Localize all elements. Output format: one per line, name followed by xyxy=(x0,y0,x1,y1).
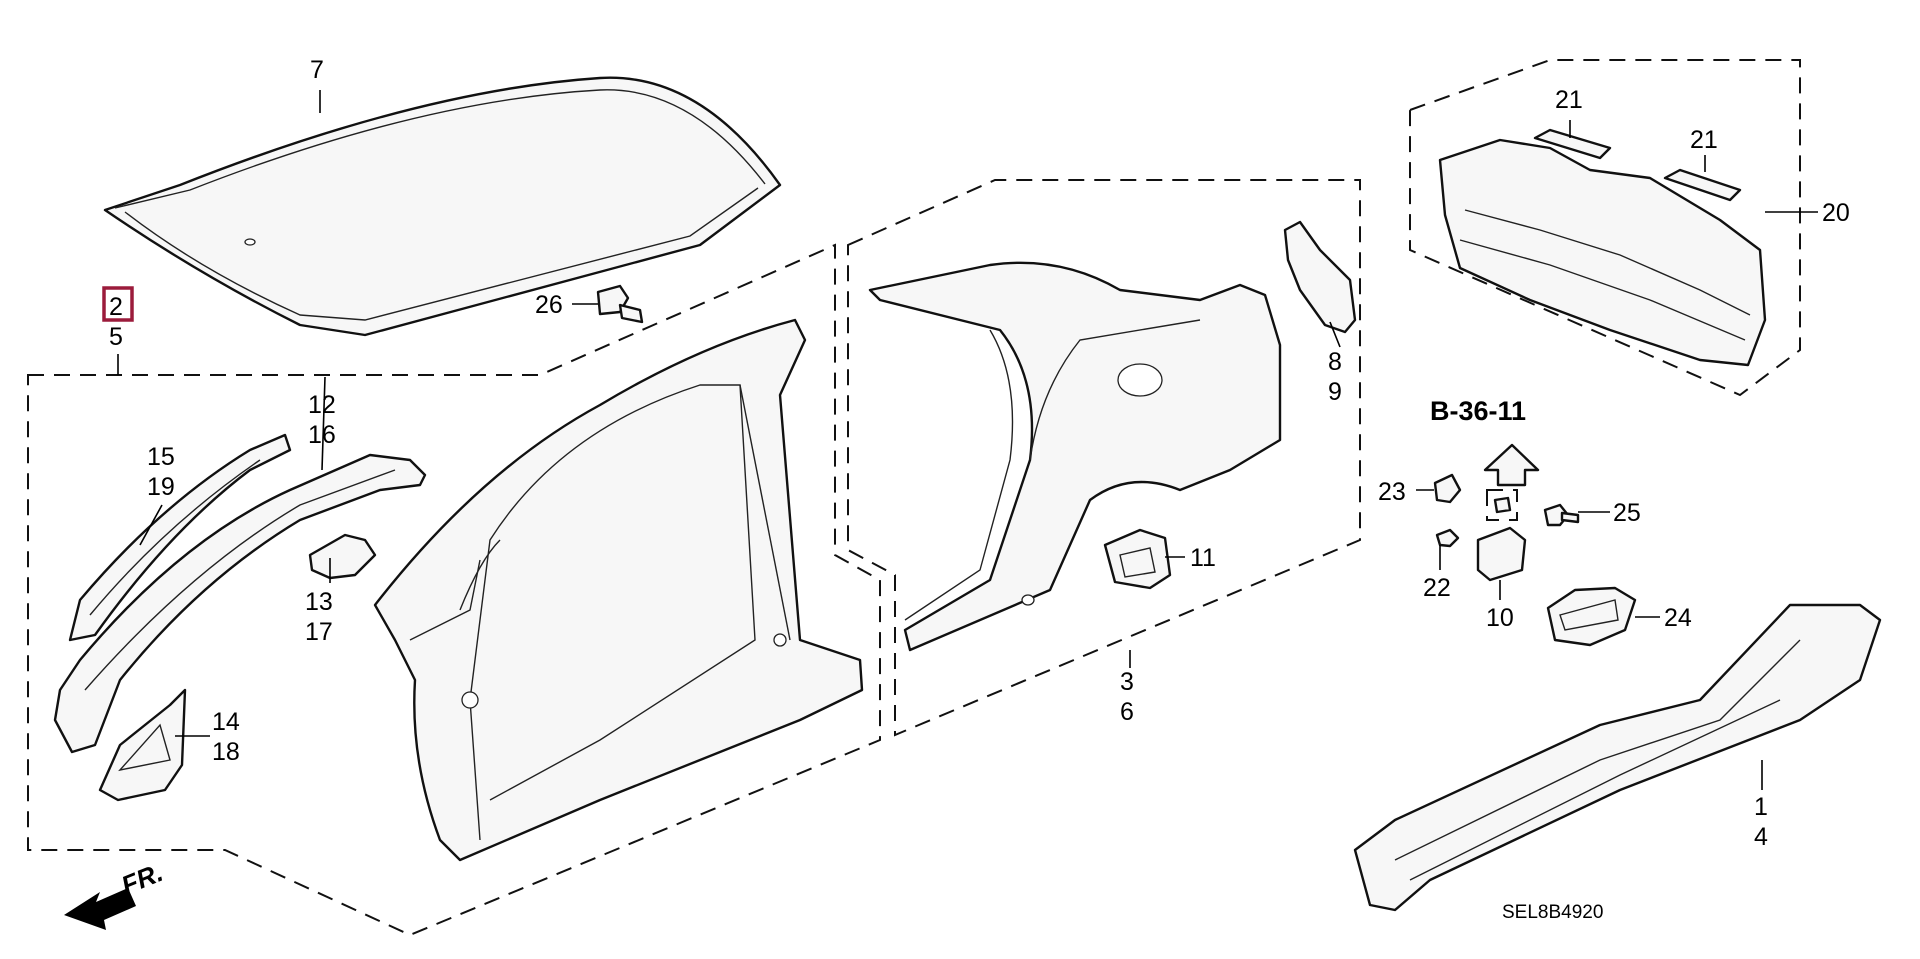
outer-side-panel[interactable] xyxy=(373,318,864,862)
side-sill-panel[interactable] xyxy=(1353,603,1882,912)
roof-side-rail-inner[interactable] xyxy=(68,433,292,642)
cap-10[interactable] xyxy=(1476,526,1527,582)
callout-22[interactable]: 22 xyxy=(1423,574,1451,602)
fuel-pocket[interactable] xyxy=(1103,528,1172,590)
callout-21-left[interactable]: 21 xyxy=(1555,86,1583,114)
rear-panel[interactable] xyxy=(1438,138,1767,367)
rear-quarter-panel[interactable] xyxy=(868,261,1282,652)
callout-11[interactable]: 11 xyxy=(1190,544,1216,572)
roof-panel[interactable] xyxy=(103,76,782,337)
callout-23[interactable]: 23 xyxy=(1378,478,1406,506)
callout-12[interactable]: 12 xyxy=(308,391,336,419)
outer-panel-group-outline xyxy=(27,243,881,937)
leader-lines xyxy=(117,90,1818,790)
quarter-bracket[interactable] xyxy=(1283,220,1357,334)
callout-labels: 7 26 2 5 15 19 12 16 13 17 14 18 3 6 11 … xyxy=(102,56,1850,923)
rear-panel-group-outline xyxy=(1409,59,1801,397)
callout-8[interactable]: 8 xyxy=(1328,348,1342,376)
callout-3[interactable]: 3 xyxy=(1120,668,1134,696)
callout-6[interactable]: 6 xyxy=(1120,698,1134,726)
front-pillar-rail[interactable] xyxy=(53,453,427,754)
bolt-fastener[interactable] xyxy=(596,284,644,324)
rear-panel-reinforcement-left[interactable] xyxy=(1533,128,1612,160)
callout-13[interactable]: 13 xyxy=(305,588,333,616)
callout-18[interactable]: 18 xyxy=(212,738,240,766)
callout-16[interactable]: 16 xyxy=(308,421,336,449)
quarter-panel-group-outline xyxy=(847,179,1361,737)
callout-20[interactable]: 20 xyxy=(1822,199,1850,227)
stud-fastener-25[interactable] xyxy=(1543,503,1580,527)
callout-17[interactable]: 17 xyxy=(305,618,333,646)
callout-21-right[interactable]: 21 xyxy=(1690,126,1718,154)
callout-2-selected[interactable]: 2 xyxy=(109,293,123,321)
reference-label[interactable]: B-36-11 xyxy=(1430,396,1526,426)
callout-10[interactable]: 10 xyxy=(1486,604,1514,632)
callout-15[interactable]: 15 xyxy=(147,443,175,471)
callout-4[interactable]: 4 xyxy=(1754,823,1768,851)
front-direction-indicator: FR. xyxy=(64,857,167,930)
drawing-code: SEL8B4920 xyxy=(1502,902,1603,923)
callout-7[interactable]: 7 xyxy=(310,56,324,84)
front-arrow-icon xyxy=(64,888,136,930)
clip-fastener-23[interactable] xyxy=(1433,473,1462,504)
rear-panel-reinforcement-right[interactable] xyxy=(1663,168,1742,202)
callout-19[interactable]: 19 xyxy=(147,473,175,501)
nut-square[interactable] xyxy=(1486,489,1518,521)
a-pillar-lower-stiffener[interactable] xyxy=(98,688,187,802)
callout-26[interactable]: 26 xyxy=(535,291,563,319)
pillar-gusset[interactable] xyxy=(308,533,377,580)
callout-25[interactable]: 25 xyxy=(1613,499,1641,527)
reference-arrow xyxy=(1483,443,1540,487)
selected-part-highlight xyxy=(102,286,134,322)
callout-24[interactable]: 24 xyxy=(1664,604,1692,632)
callout-1[interactable]: 1 xyxy=(1754,793,1768,821)
plug-24[interactable] xyxy=(1546,586,1637,647)
clip-fastener-22[interactable] xyxy=(1435,528,1460,548)
callout-9[interactable]: 9 xyxy=(1328,378,1342,406)
callout-5[interactable]: 5 xyxy=(109,323,123,351)
callout-14[interactable]: 14 xyxy=(212,708,240,736)
